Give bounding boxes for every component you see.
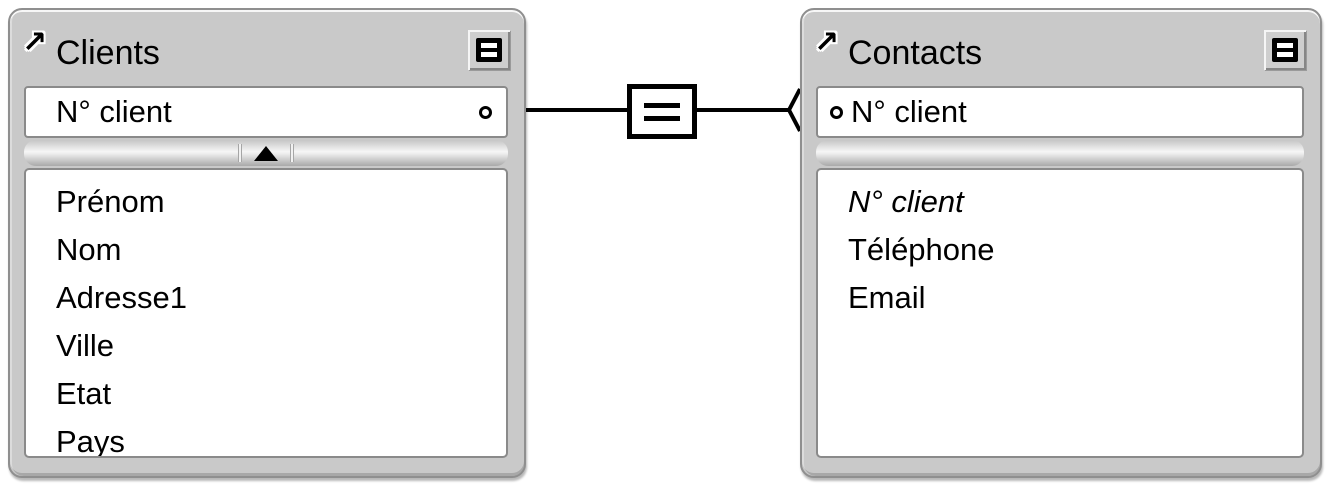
table-title-clients: Clients [56, 34, 160, 72]
table-header-clients[interactable]: ↗ Clients [10, 10, 524, 86]
key-field-label: N° client [56, 94, 172, 129]
goto-source-arrow-icon[interactable]: ↗ [22, 26, 48, 59]
field-item[interactable]: Ville [56, 328, 115, 363]
grip-notch-icon [238, 144, 242, 162]
collapse-bar-contacts[interactable] [816, 140, 1304, 166]
goto-source-arrow-icon[interactable]: ↗ [814, 26, 840, 59]
field-list-contacts: N° client Téléphone Email [816, 168, 1304, 458]
field-list-clients: Prénom Nom Adresse1 Ville Etat Pays [24, 168, 508, 458]
relationship-operator-box[interactable] [627, 84, 697, 139]
crow-foot-icon [786, 88, 802, 132]
toggle-field-display-button[interactable] [468, 30, 510, 70]
equals-icon [644, 102, 680, 108]
key-field-row-clients[interactable]: N° client [24, 86, 508, 138]
match-field-dot-icon [479, 105, 492, 119]
collapse-bar-clients[interactable] [24, 140, 508, 166]
field-item[interactable]: Adresse1 [56, 280, 187, 315]
field-item[interactable]: Pays [56, 424, 125, 458]
key-field-label: N° client [851, 94, 967, 129]
collapse-triangle-icon [254, 145, 278, 161]
table-header-contacts[interactable]: ↗ Contacts [802, 10, 1320, 86]
grip-notch-icon [290, 144, 294, 162]
equals-black-square-icon [476, 38, 502, 62]
equals-icon [644, 115, 680, 121]
toggle-field-display-button[interactable] [1264, 30, 1306, 70]
table-clients[interactable]: ↗ Clients N° client Prénom Nom Adresse1 [8, 8, 526, 478]
table-contacts[interactable]: ↗ Contacts N° client N° client Téléphone… [800, 8, 1322, 478]
key-field-row-contacts[interactable]: N° client [816, 86, 1304, 138]
table-title-contacts: Contacts [848, 34, 983, 72]
field-item[interactable]: Nom [56, 232, 122, 267]
field-item[interactable]: Etat [56, 376, 112, 411]
field-item-match-field[interactable]: N° client [848, 184, 964, 219]
match-field-dot-icon [830, 105, 843, 119]
field-item[interactable]: Prénom [56, 184, 165, 219]
field-item[interactable]: Téléphone [848, 232, 995, 267]
collapse-control[interactable] [238, 144, 294, 162]
field-item[interactable]: Email [848, 280, 926, 315]
equals-black-square-icon [1272, 38, 1298, 62]
